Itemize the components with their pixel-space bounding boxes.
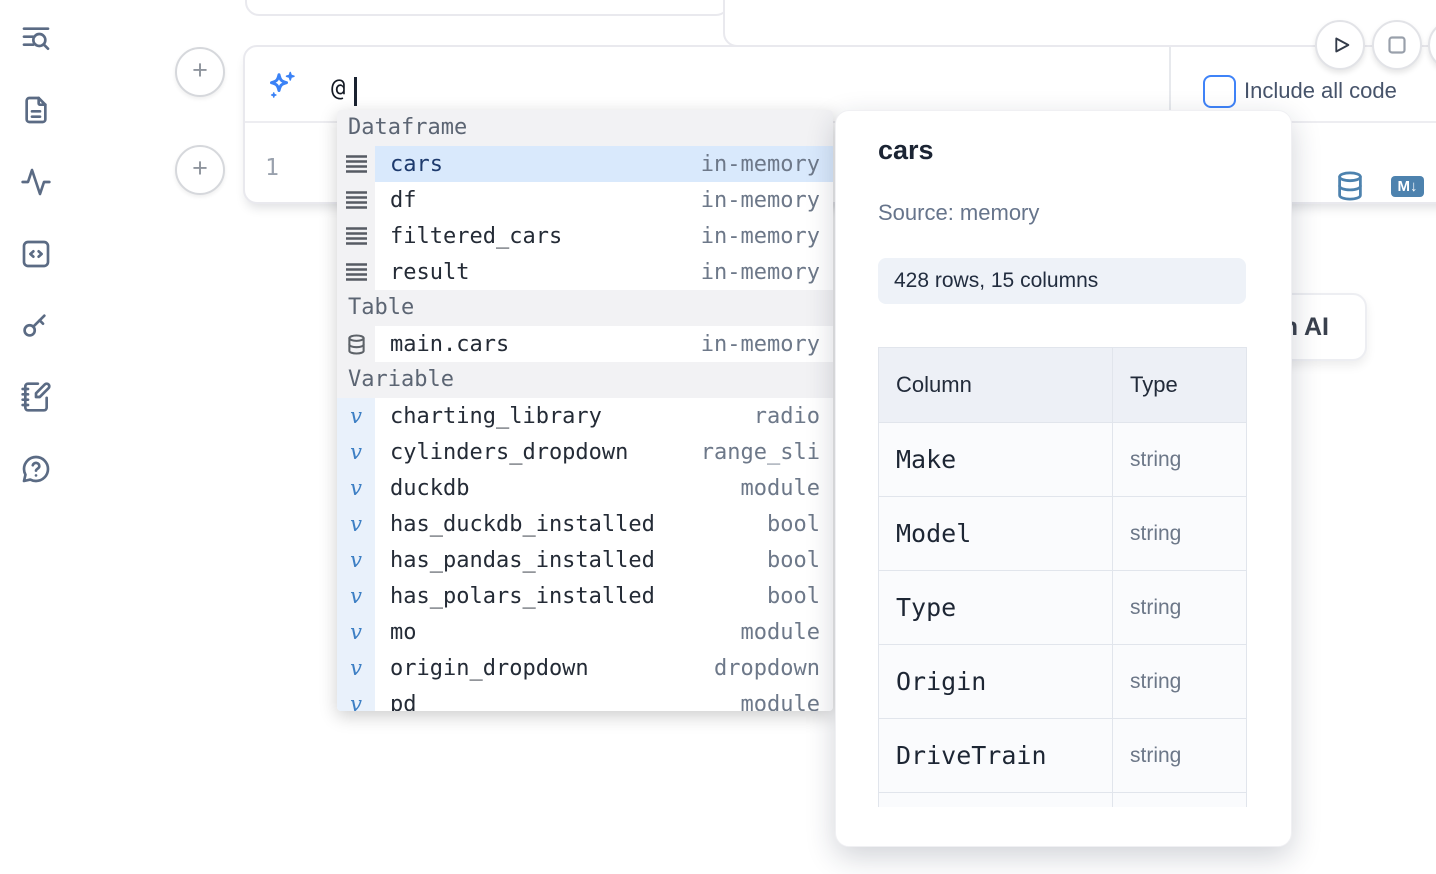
code-square-icon[interactable]: [20, 238, 52, 270]
datasource-icon[interactable]: [1336, 171, 1364, 206]
activity-icon[interactable]: [20, 166, 52, 198]
autocomplete-item[interactable]: dfin-memory: [337, 182, 833, 218]
file-text-icon[interactable]: [20, 94, 52, 126]
table-header-row: Column Type: [879, 348, 1247, 423]
database-icon: [337, 326, 375, 362]
variable-icon: v: [337, 542, 375, 578]
autocomplete-item[interactable]: main.carsin-memory: [337, 326, 833, 362]
variable-icon: v: [337, 398, 375, 434]
autocomplete-item[interactable]: v duckdbmodule: [337, 470, 833, 506]
variable-icon: v: [337, 470, 375, 506]
table-row-clipped: [879, 793, 1247, 808]
preview-schema-table: Column Type Make string Model string Typ…: [878, 347, 1247, 807]
autocomplete-item[interactable]: v has_pandas_installedbool: [337, 542, 833, 578]
help-chat-icon[interactable]: [20, 453, 52, 485]
table-row: Model string: [879, 497, 1247, 571]
add-cell-above-button[interactable]: +: [175, 47, 225, 97]
preview-shape-badge: 428 rows, 15 columns: [878, 258, 1246, 304]
variable-icon: v: [337, 614, 375, 650]
markdown-icon[interactable]: M↓: [1391, 176, 1424, 197]
add-cell-below-button[interactable]: +: [175, 145, 225, 195]
play-icon: [1327, 32, 1353, 58]
dataframe-icon: [337, 146, 375, 182]
autocomplete-item[interactable]: v has_duckdb_installedbool: [337, 506, 833, 542]
variable-icon: v: [337, 434, 375, 470]
preview-source: Source: memory: [878, 200, 1039, 226]
variable-icon: v: [337, 578, 375, 614]
autocomplete-item[interactable]: carsin-memory: [337, 146, 833, 182]
preview-title: cars: [878, 135, 934, 166]
section-header-table: Table: [337, 290, 833, 326]
autocomplete-item[interactable]: resultin-memory: [337, 254, 833, 290]
key-icon[interactable]: [19, 309, 51, 341]
section-header-dataframe: Dataframe: [337, 110, 833, 146]
stop-button[interactable]: [1372, 20, 1422, 70]
table-row: DriveTrain string: [879, 719, 1247, 793]
include-all-code-checkbox[interactable]: [1203, 75, 1236, 108]
autocomplete-item[interactable]: filtered_carsin-memory: [337, 218, 833, 254]
dataframe-icon: [337, 182, 375, 218]
autocomplete-item[interactable]: v charting_libraryradio: [337, 398, 833, 434]
list-search-icon[interactable]: [20, 22, 52, 54]
autocomplete-item[interactable]: v momodule: [337, 614, 833, 650]
dataframe-icon: [337, 218, 375, 254]
text-cursor: [354, 77, 357, 106]
notebook-pen-icon[interactable]: [20, 381, 52, 413]
include-all-code-label: Include all code: [1244, 78, 1397, 104]
autocomplete-item[interactable]: v pdmodule: [337, 686, 833, 711]
variable-icon: v: [337, 506, 375, 542]
table-row: Make string: [879, 423, 1247, 497]
ai-prompt-input[interactable]: @: [331, 74, 345, 102]
autocomplete-item[interactable]: v origin_dropdowndropdown: [337, 650, 833, 686]
run-cell-button[interactable]: [1315, 20, 1365, 70]
line-number: 1: [262, 155, 282, 181]
table-row: Origin string: [879, 645, 1247, 719]
dataframe-icon: [337, 254, 375, 290]
type-header: Type: [1113, 348, 1247, 423]
autocomplete-item[interactable]: v has_polars_installedbool: [337, 578, 833, 614]
stop-icon: [1385, 33, 1409, 57]
autocomplete-dropdown: Dataframe carsin-memory dfin-memory filt…: [337, 110, 833, 711]
variable-icon: v: [337, 650, 375, 686]
variable-icon: v: [337, 686, 375, 711]
section-header-variable: Variable: [337, 362, 833, 398]
column-header: Column: [879, 348, 1113, 423]
table-row: Type string: [879, 571, 1247, 645]
autocomplete-item[interactable]: v cylinders_dropdownrange_sli: [337, 434, 833, 470]
ai-sparkle-icon: [264, 68, 300, 109]
previous-cell-fragment: [245, 0, 730, 16]
